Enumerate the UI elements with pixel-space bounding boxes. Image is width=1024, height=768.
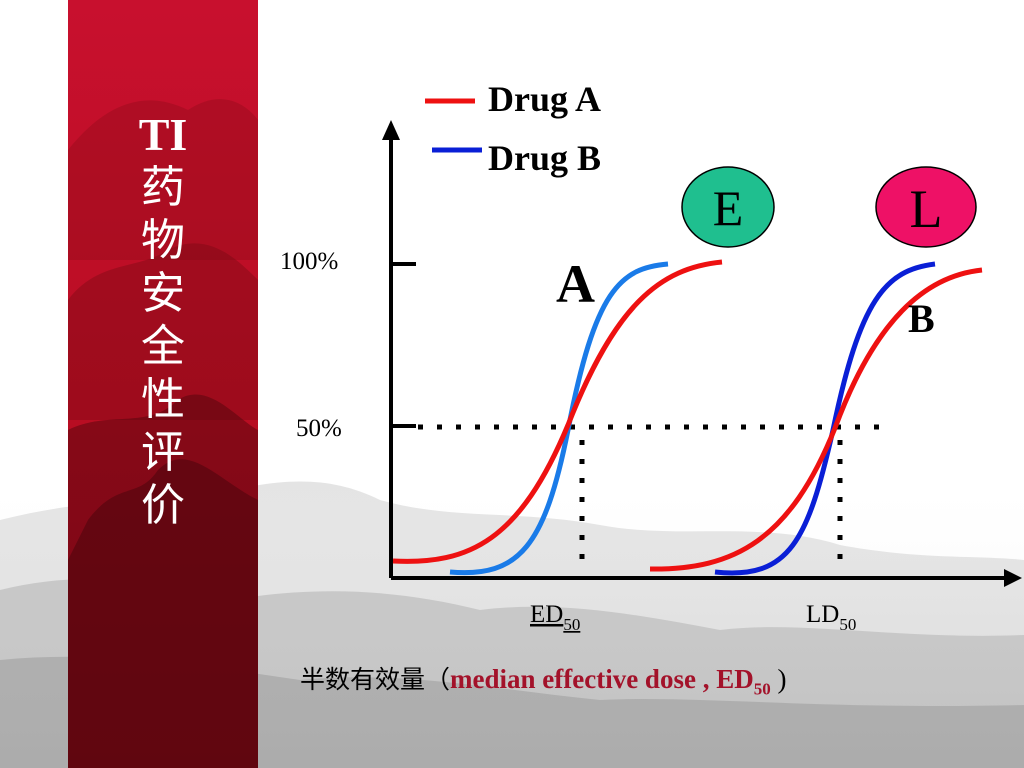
- label-50-percent: 50%: [296, 415, 342, 442]
- title-line: 安: [141, 268, 185, 319]
- curve-label-b: B: [908, 296, 935, 341]
- legend-label-drug-a: Drug A: [488, 79, 601, 119]
- side-title-panel: TI 药 物 安 全 性 评 价: [68, 0, 258, 768]
- effect-badge-label: E: [713, 180, 744, 236]
- title-line: 物: [141, 215, 185, 266]
- drug-a-lethal-curve: [649, 267, 983, 572]
- legend-label-drug-b: Drug B: [488, 138, 601, 178]
- vertical-title: TI 药 物 安 全 性 评 价: [68, 108, 258, 532]
- title-line: 评: [141, 427, 185, 478]
- lethal-badge-label: L: [910, 179, 943, 239]
- lethal-badge: [875, 166, 977, 248]
- title-line: 药: [141, 162, 185, 213]
- footer-close-paren: ): [770, 664, 787, 694]
- footer-caption: 半数有效量（median effective dose , ED50 ): [300, 660, 1000, 699]
- title-line: 性: [141, 374, 185, 425]
- y-axis-arrow: [382, 120, 400, 140]
- ld50-label: LD50: [806, 601, 856, 634]
- curve-label-a: A: [556, 254, 595, 314]
- x-axis-arrow: [1004, 569, 1022, 587]
- title-line: TI: [138, 109, 188, 160]
- title-line: 价: [141, 480, 185, 531]
- label-100-percent: 100%: [280, 248, 338, 275]
- title-line: 全: [141, 321, 185, 372]
- effect-badge: [681, 166, 775, 248]
- panel-mountain-texture: [68, 99, 258, 768]
- ed50-label: ED50: [530, 601, 580, 634]
- footer-cn-text: 半数有效量（: [300, 665, 451, 694]
- drug-a-effect-curve: [392, 259, 723, 564]
- footer-en-text: median effective dose , ED50: [450, 664, 771, 699]
